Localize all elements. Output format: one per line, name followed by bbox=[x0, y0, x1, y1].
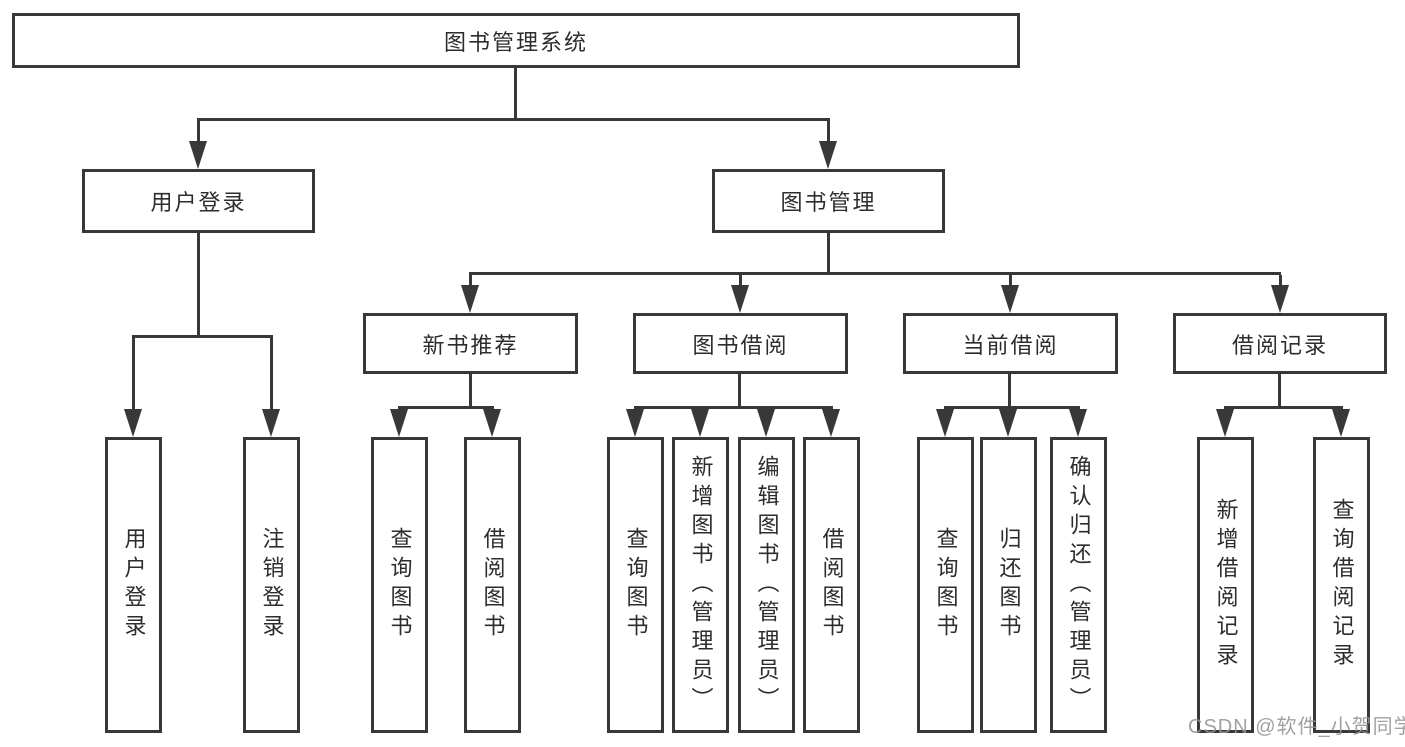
arrow-to-leaf-return-books bbox=[999, 409, 1017, 437]
arrow-to-leaf-user-login bbox=[124, 409, 142, 437]
leaf-label: 查询图书 bbox=[387, 527, 413, 643]
node-label: 图书管理 bbox=[780, 190, 877, 215]
leaf-label: 新增图书（管理员） bbox=[688, 454, 714, 716]
leaf-edit-books-admin: 编辑图书（管理员） bbox=[738, 437, 795, 733]
arrow-to-leaf-query-newbook bbox=[390, 409, 408, 437]
connector-current-stem bbox=[1008, 374, 1011, 409]
leaf-confirm-return-admin: 确认归还（管理员） bbox=[1050, 437, 1107, 733]
leaf-add-borrow-record: 新增借阅记录 bbox=[1197, 437, 1254, 733]
connector-login-stem bbox=[197, 233, 200, 338]
node-label: 用户登录 bbox=[150, 190, 247, 215]
leaf-label: 借阅图书 bbox=[480, 527, 506, 643]
leaf-logout: 注销登录 bbox=[243, 437, 300, 733]
leaf-add-books-admin: 新增图书（管理员） bbox=[672, 437, 729, 733]
arrow-to-leaf-borrow-newbook bbox=[483, 409, 501, 437]
arrow-to-leaf-logout bbox=[262, 409, 280, 437]
connector-borrow-stem bbox=[738, 374, 741, 409]
node-label: 图书借阅 bbox=[692, 332, 789, 358]
arrow-to-current-borrowing bbox=[1001, 285, 1019, 313]
arrow-to-user-login bbox=[189, 141, 207, 169]
node-label: 新书推荐 bbox=[422, 332, 519, 358]
leaf-label: 查询图书 bbox=[623, 527, 649, 643]
leaf-label: 归还图书 bbox=[996, 527, 1022, 643]
arrow-to-leaf-query-current bbox=[936, 409, 954, 437]
leaf-query-books-borrow: 查询图书 bbox=[607, 437, 664, 733]
csdn-watermark: CSDN @软件_小贺同学 bbox=[1188, 716, 1405, 738]
leaf-label: 编辑图书（管理员） bbox=[754, 454, 780, 716]
connector-root-stem bbox=[514, 68, 517, 121]
leaf-return-books: 归还图书 bbox=[980, 437, 1037, 733]
arrow-to-leaf-confirm-return bbox=[1069, 409, 1087, 437]
node-book-management: 图书管理 bbox=[712, 169, 945, 233]
connector-newbook-stem bbox=[469, 374, 472, 409]
node-user-login: 用户登录 bbox=[82, 169, 315, 233]
node-label: 图书管理系统 bbox=[443, 29, 588, 55]
arrow-to-new-book-recommendation bbox=[461, 285, 479, 313]
node-library-management-system: 图书管理系统 bbox=[12, 13, 1020, 68]
connector-records-bar bbox=[1224, 406, 1343, 409]
arrow-to-leaf-edit-books bbox=[757, 409, 775, 437]
arrow-to-leaf-add-record bbox=[1216, 409, 1234, 437]
connector-root-drop-right bbox=[827, 121, 830, 145]
connector-mgmt-bar bbox=[469, 272, 1281, 275]
leaf-label: 借阅图书 bbox=[819, 527, 845, 643]
arrow-to-borrowing-records bbox=[1271, 285, 1289, 313]
leaf-user-login: 用户登录 bbox=[105, 437, 162, 733]
arrow-to-leaf-query-borrow bbox=[626, 409, 644, 437]
arrow-to-leaf-query-record bbox=[1332, 409, 1350, 437]
connector-current-bar bbox=[944, 406, 1080, 409]
connector-newbook-bar bbox=[398, 406, 494, 409]
arrow-to-leaf-add-books bbox=[691, 409, 709, 437]
connector-mgmt-drop-1 bbox=[469, 275, 472, 288]
node-current-borrowing: 当前借阅 bbox=[903, 313, 1118, 374]
connector-login-bar bbox=[132, 335, 273, 338]
leaf-label: 查询图书 bbox=[933, 527, 959, 643]
leaf-label: 确认归还（管理员） bbox=[1066, 454, 1092, 716]
leaf-borrow-books: 借阅图书 bbox=[803, 437, 860, 733]
leaf-borrow-books-newbook: 借阅图书 bbox=[464, 437, 521, 733]
connector-mgmt-drop-3 bbox=[1009, 275, 1012, 288]
leaf-label: 查询借阅记录 bbox=[1329, 498, 1355, 672]
node-new-book-recommendation: 新书推荐 bbox=[363, 313, 578, 374]
connector-borrow-bar bbox=[634, 406, 833, 409]
arrow-to-book-management bbox=[819, 141, 837, 169]
connector-login-drop-1 bbox=[132, 338, 135, 412]
node-label: 借阅记录 bbox=[1231, 332, 1328, 358]
connector-records-stem bbox=[1278, 374, 1281, 409]
leaf-query-books-current: 查询图书 bbox=[917, 437, 974, 733]
leaf-label: 注销登录 bbox=[259, 527, 285, 643]
node-book-borrowing: 图书借阅 bbox=[633, 313, 848, 374]
connector-mgmt-drop-4 bbox=[1279, 275, 1282, 288]
connector-login-drop-2 bbox=[270, 338, 273, 412]
node-borrowing-records: 借阅记录 bbox=[1173, 313, 1387, 374]
leaf-label: 新增借阅记录 bbox=[1213, 498, 1239, 672]
node-label: 当前借阅 bbox=[962, 332, 1059, 358]
connector-root-bar bbox=[197, 118, 830, 121]
connector-mgmt-drop-2 bbox=[739, 275, 742, 288]
leaf-query-books-newbook: 查询图书 bbox=[371, 437, 428, 733]
leaf-label: 用户登录 bbox=[121, 527, 147, 643]
arrow-to-book-borrowing bbox=[731, 285, 749, 313]
leaf-query-borrow-record: 查询借阅记录 bbox=[1313, 437, 1370, 733]
arrow-to-leaf-borrow-books bbox=[822, 409, 840, 437]
connector-root-drop-left bbox=[197, 121, 200, 145]
connector-mgmt-stem bbox=[827, 233, 830, 275]
